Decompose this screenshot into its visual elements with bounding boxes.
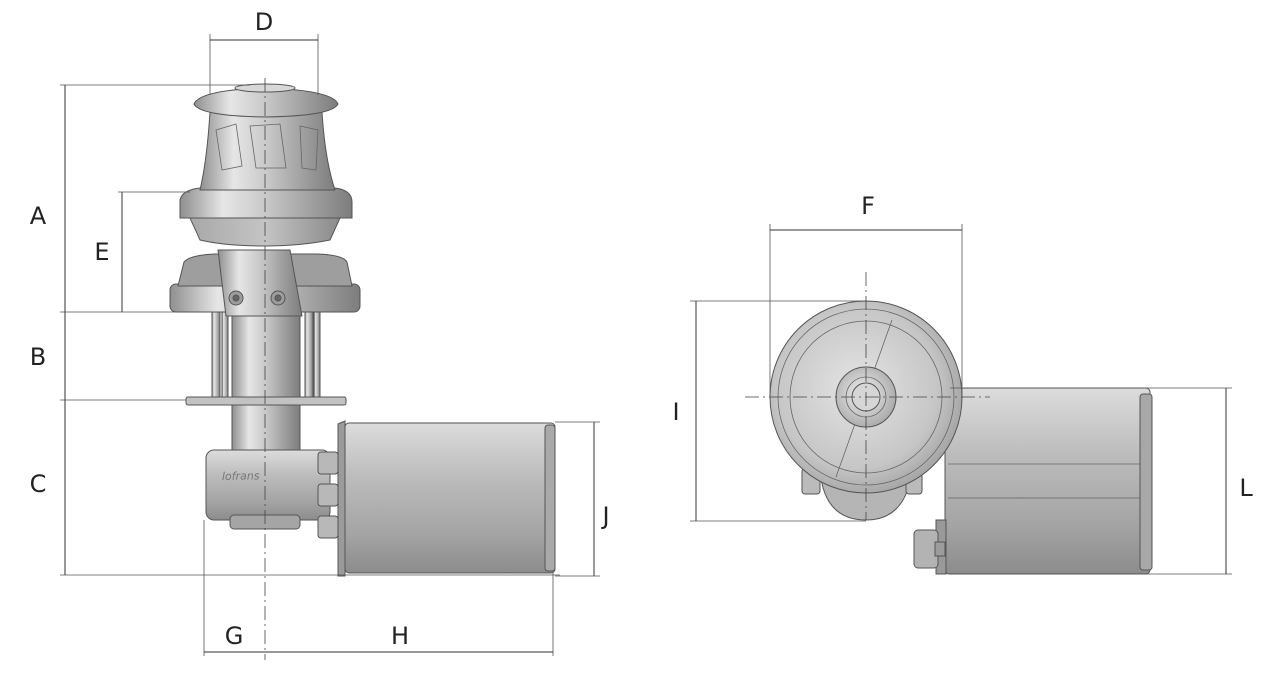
label-G: G [225, 622, 244, 650]
shaft [231, 299, 301, 461]
dimension-labels: D A E B C J G H F I L [30, 8, 1254, 650]
deck-plate [185, 396, 347, 406]
dimension-lines [60, 34, 1232, 656]
gearbox: lofrans [205, 449, 339, 539]
label-L: L [1239, 474, 1253, 502]
label-H: H [391, 622, 409, 650]
label-J: J [600, 502, 609, 530]
label-F: F [861, 192, 875, 220]
warping-drum [199, 111, 336, 191]
brand-mark: lofrans [222, 469, 260, 483]
drum-cap [193, 87, 339, 118]
label-E: E [94, 238, 109, 266]
motor-front [913, 387, 1153, 575]
side-view: lofrans [169, 78, 556, 660]
label-B: B [30, 343, 46, 371]
front-view [745, 272, 1153, 575]
label-I: I [672, 398, 679, 426]
gearbox-bolts [317, 451, 339, 539]
label-A: A [30, 202, 47, 230]
motor-side [337, 420, 556, 577]
label-D: D [255, 8, 273, 36]
gypsy [179, 187, 353, 247]
label-C: C [30, 470, 47, 498]
